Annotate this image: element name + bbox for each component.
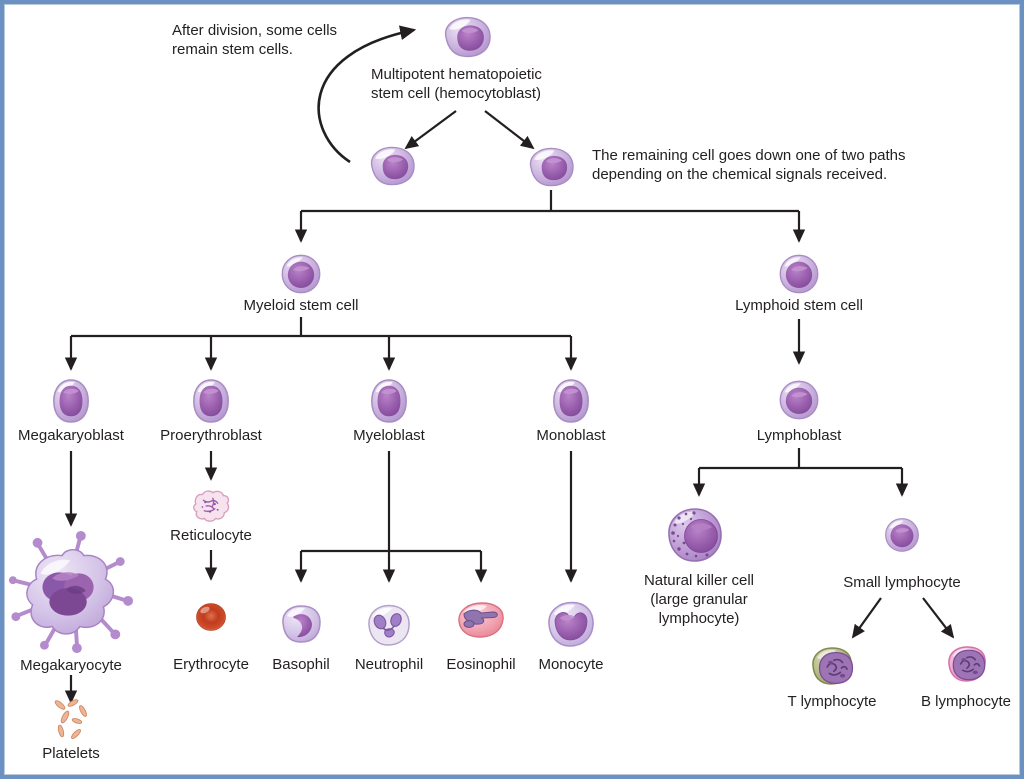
megakaryoblast-cell-icon: [50, 376, 92, 426]
b-lymphocyte-cell: [945, 643, 989, 685]
small-lymphocyte-label: Small lymphocyte: [843, 574, 961, 591]
platelets-icon: [54, 699, 87, 739]
monoblast-label: Monoblast: [536, 427, 606, 444]
basophil-label: Basophil: [272, 656, 330, 673]
b-lymphocyte-label: B lymphocyte: [920, 693, 1012, 710]
reticulocyte-cell: [190, 487, 232, 525]
monocyte-cell-icon: [548, 601, 594, 647]
megakaryoblast-label: Megakaryoblast: [18, 427, 124, 444]
erythrocyte-label: Erythrocyte: [173, 656, 249, 673]
platelets-label: Platelets: [42, 745, 100, 762]
myeloblast-label: Myeloblast: [353, 427, 425, 444]
myeloblast-cell: [368, 376, 410, 426]
remaining-cell-note: The remaining cell goes down one of two …: [592, 147, 906, 183]
platelets-cluster: [49, 696, 93, 744]
lymphoblast-cell-icon: [775, 377, 823, 423]
monocyte-cell: [544, 598, 598, 650]
erythrocyte-cell-icon: [196, 603, 226, 631]
lymphoid-stem-cell: [775, 251, 823, 297]
b-lymphocyte-cell-icon: [948, 646, 986, 682]
neutrophil-label: Neutrophil: [354, 656, 424, 673]
myeloblast-cell-icon: [368, 376, 410, 426]
t-lymphocyte-cell: [808, 644, 856, 688]
proerythroblast-cell-icon: [190, 376, 232, 426]
megakaryoblast-cell: [50, 376, 92, 426]
t-lymphocyte-cell-icon: [812, 647, 856, 685]
hemocytoblast-cell-icon: [438, 14, 496, 60]
eosinophil-cell-icon: [458, 602, 504, 638]
connector-arrows: [64, 25, 955, 704]
lymphoid-stem-cell-icon: [775, 251, 823, 297]
natural-killer-cell-label: Natural killer cell (large granular lymp…: [643, 572, 755, 627]
myeloid-stem-cell: [277, 251, 325, 297]
megakaryocyte-cell: [7, 530, 135, 658]
natural-killer-cell: [664, 505, 726, 565]
reticulocyte-label: Reticulocyte: [170, 527, 252, 544]
proerythroblast-label: Proerythroblast: [160, 427, 262, 444]
t-lymphocyte-label: T lymphocyte: [787, 693, 877, 710]
myeloid-stem-cell-icon: [277, 251, 325, 297]
arrow-remain-stem-cell: [317, 25, 417, 164]
after-division-note: After division, some cells remain stem c…: [172, 22, 338, 58]
reticulocyte-cell-icon: [193, 490, 230, 522]
neutrophil-cell-icon: [368, 604, 410, 646]
monoblast-cell-icon: [550, 376, 592, 426]
megakaryocyte-label: Megakaryocyte: [20, 657, 122, 674]
lymphoid-stem-cell-label: Lymphoid stem cell: [735, 297, 863, 314]
eosinophil-cell: [455, 599, 507, 641]
hemocytoblast-cell: [438, 14, 496, 60]
small-lymphocyte-cell: [881, 515, 923, 555]
eosinophil-label: Eosinophil: [446, 656, 516, 673]
hemocytoblast-label: Multipotent hematopoietic stem cell (hem…: [371, 66, 542, 102]
lymphoblast-cell: [775, 377, 823, 423]
basophil-cell-icon: [282, 605, 321, 643]
daughter-cell-left: [366, 144, 418, 188]
daughter-cell-right-icon: [525, 145, 577, 189]
daughter-cell-right: [525, 145, 577, 189]
myeloid-stem-cell-label: Myeloid stem cell: [243, 297, 359, 314]
megakaryocyte-cell-icon: [8, 530, 134, 654]
natural-killer-cell-icon: [668, 508, 722, 562]
monoblast-cell: [550, 376, 592, 426]
basophil-cell: [278, 602, 324, 646]
neutrophil-cell: [364, 601, 414, 649]
erythrocyte-cell: [194, 601, 228, 633]
proerythroblast-cell: [190, 376, 232, 426]
monocyte-label: Monocyte: [538, 656, 604, 673]
small-lymphocyte-cell-icon: [881, 515, 923, 555]
daughter-cell-left-icon: [366, 144, 418, 188]
lymphoblast-label: Lymphoblast: [756, 427, 842, 444]
